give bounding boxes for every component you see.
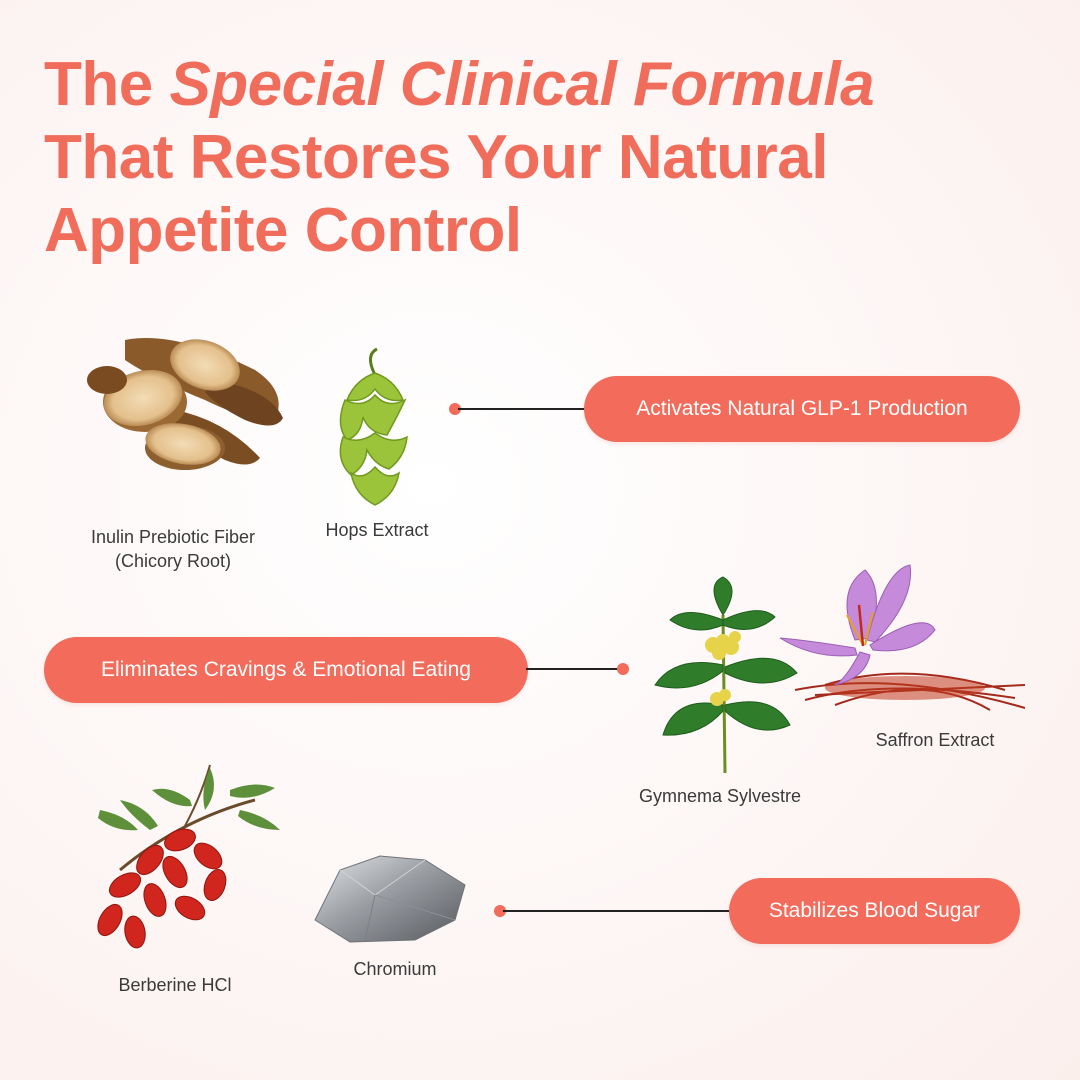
connector-line-1 [458, 408, 586, 410]
gymnema-leaf-icon [654, 576, 798, 774]
ingredient-label-saffron: Saffron Extract [875, 730, 995, 750]
berries-icon [97, 764, 280, 949]
connector-dot-3 [494, 905, 506, 917]
page-title: The Special Clinical Formula That Restor… [44, 48, 1044, 267]
title-line-1: The Special Clinical Formula [44, 48, 1044, 121]
ingredient-label-chromium: Chromium [353, 959, 437, 979]
connector-line-3 [503, 910, 731, 912]
ingredient-label-gymnema: Gymnema Sylvestre [638, 786, 802, 806]
benefit-pill-blood-sugar[interactable]: Stabilizes Blood Sugar [729, 878, 1020, 944]
ingredient-label-inulin: Inulin Prebiotic Fiber (Chicory Root) [58, 525, 288, 573]
connector-dot-2 [617, 663, 629, 675]
connector-dot-1 [449, 403, 461, 415]
inulin-label-line-2: (Chicory Root) [114, 551, 232, 571]
chromium-rock-icon [314, 855, 466, 943]
saffron-flower-icon [779, 564, 1026, 711]
ingredient-label-berberine: Berberine HCl [118, 975, 232, 995]
benefit-pill-cravings[interactable]: Eliminates Cravings & Emotional Eating [44, 637, 528, 703]
title-line-3: Appetite Control [44, 196, 522, 265]
title-emphasis: Special Clinical Formula [169, 50, 875, 119]
inulin-label-line-1: Inulin Prebiotic Fiber [90, 527, 256, 547]
ingredient-label-hops: Hops Extract [325, 520, 429, 540]
title-line-2: That Restores Your Natural [44, 123, 829, 192]
benefit-pill-glp1[interactable]: Activates Natural GLP-1 Production [584, 376, 1020, 442]
title-prefix: The [44, 50, 170, 119]
connector-line-2 [526, 668, 621, 670]
chicory-root-icon [87, 338, 283, 470]
hops-icon [339, 347, 408, 506]
